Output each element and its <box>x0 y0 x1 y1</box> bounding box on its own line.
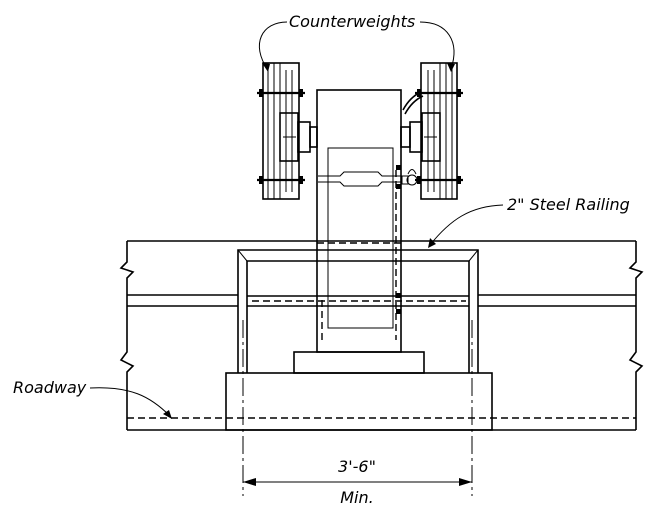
protective-frame <box>237 249 479 373</box>
roadway-callout: Roadway <box>13 378 172 419</box>
right-counterweight <box>400 62 463 200</box>
foundation-base <box>225 372 493 431</box>
roadway-label: Roadway <box>13 378 87 397</box>
pedestal-plate <box>293 351 425 374</box>
counterweights-label: Counterweights <box>289 12 415 31</box>
left-counterweight <box>257 62 318 200</box>
counterweights-callout: Counterweights <box>258 12 455 72</box>
dimension-note: Min. <box>340 488 373 507</box>
gate-housing <box>316 89 418 353</box>
bridge-railing-structure <box>119 240 644 431</box>
steel-railing-label: 2" Steel Railing <box>507 195 630 214</box>
width-dimension: 3'-6" Min. <box>243 457 472 507</box>
steel-railing-callout: 2" Steel Railing <box>428 195 630 248</box>
dimension-value: 3'-6" <box>338 457 376 476</box>
